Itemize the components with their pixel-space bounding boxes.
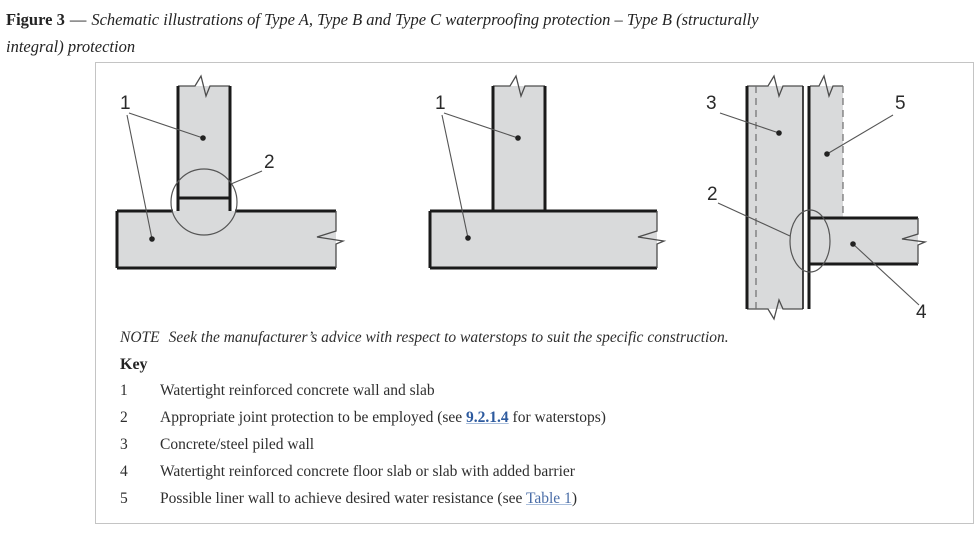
d3-floor-slab bbox=[810, 218, 918, 264]
key-item-5: 5 Possible liner wall to achieve desired… bbox=[120, 490, 960, 517]
d3-label-3: 3 bbox=[706, 93, 717, 114]
d3-piled-break-bottom bbox=[747, 298, 803, 321]
key-item-text-suffix: for waterstops) bbox=[508, 409, 606, 426]
key-item-text-suffix: ) bbox=[571, 490, 577, 507]
diagram-2-monolithic: 1 bbox=[428, 74, 667, 270]
d2-dot-slab bbox=[465, 235, 471, 241]
d1-wall-break-line bbox=[178, 74, 230, 99]
key-item-text: Watertight reinforced concrete floor sla… bbox=[160, 463, 575, 480]
d1-dot-wall bbox=[200, 135, 206, 141]
key-item-text: Watertight reinforced concrete wall and … bbox=[160, 382, 435, 399]
d3-leader-4 bbox=[852, 243, 920, 306]
d3-dot-slab bbox=[850, 241, 856, 247]
d2-label-1: 1 bbox=[435, 93, 446, 114]
d1-dot-slab bbox=[149, 236, 155, 242]
key-item-number: 3 bbox=[120, 436, 128, 453]
d3-label-2: 2 bbox=[707, 184, 718, 205]
key-item-text-prefix: Appropriate joint protection to be emplo… bbox=[160, 409, 467, 426]
d3-liner-break-top bbox=[810, 74, 843, 99]
key-heading: Key bbox=[120, 356, 148, 373]
key-item-text-prefix: Possible liner wall to achieve desired w… bbox=[160, 490, 526, 507]
d2-wall-edges bbox=[491, 86, 547, 211]
d2-slab-break-line bbox=[637, 211, 667, 268]
d1-slab-break-line bbox=[316, 211, 346, 268]
d2-wall bbox=[493, 86, 545, 211]
d3-piled-break-top bbox=[747, 74, 803, 99]
figure-number: Figure 3 bbox=[6, 10, 65, 29]
d2-slab-edges bbox=[428, 209, 657, 270]
d1-slab-edges bbox=[115, 209, 336, 270]
key-item-4: 4 Watertight reinforced concrete floor s… bbox=[120, 463, 960, 490]
d1-wall-edges bbox=[176, 86, 232, 211]
figure-caption: Figure 3—Schematic illustrations of Type… bbox=[6, 6, 974, 60]
key-item-number: 2 bbox=[120, 409, 128, 426]
d3-leader-3 bbox=[719, 112, 780, 134]
figure-caption-line1: Figure 3—Schematic illustrations of Type… bbox=[6, 6, 974, 33]
d3-leader-5 bbox=[826, 114, 894, 155]
key-item-number: 1 bbox=[120, 382, 128, 399]
d1-label-2: 2 bbox=[264, 152, 275, 173]
d3-label-4: 4 bbox=[916, 302, 927, 323]
key-item-text: Appropriate joint protection to be emplo… bbox=[160, 409, 960, 436]
key-item-3: 3 Concrete/steel piled wall bbox=[120, 436, 960, 463]
d2-wall-break-line bbox=[493, 74, 545, 99]
note-label: NOTE bbox=[120, 329, 160, 346]
d3-label-5: 5 bbox=[895, 93, 906, 114]
caption-text-line1: Schematic illustrations of Type A, Type … bbox=[91, 10, 759, 29]
schematic-diagrams: 1 2 1 bbox=[115, 74, 928, 323]
caption-text-line2: integral) protection bbox=[6, 37, 136, 56]
d1-leader-1 bbox=[126, 112, 204, 240]
table-1-link[interactable]: Table 1 bbox=[525, 490, 572, 507]
d1-wall bbox=[178, 86, 230, 211]
note-text: Seek the manufacturer’s advice with resp… bbox=[168, 329, 729, 346]
d3-dot-liner-wall bbox=[824, 151, 830, 157]
d1-leader-2 bbox=[230, 170, 263, 185]
key-item-1: 1 Watertight reinforced concrete wall an… bbox=[120, 382, 960, 409]
key-list: 1 Watertight reinforced concrete wall an… bbox=[120, 382, 960, 517]
d3-dot-piled-wall bbox=[776, 130, 782, 136]
d2-dot-wall bbox=[515, 135, 521, 141]
key-item-number: 4 bbox=[120, 463, 128, 480]
note-line: NOTE Seek the manufacturer’s advice with … bbox=[120, 329, 950, 347]
clause-9214-link[interactable]: 9.2.1.4 bbox=[466, 409, 509, 426]
d2-leader-1 bbox=[441, 112, 519, 239]
key-item-2: 2 Appropriate joint protection to be emp… bbox=[120, 409, 960, 436]
caption-dash: — bbox=[69, 10, 87, 29]
d1-detail-circle bbox=[170, 168, 238, 236]
d3-slab-break-line bbox=[901, 218, 928, 264]
d3-slab-edges bbox=[810, 216, 918, 266]
key-item-text: Possible liner wall to achieve desired w… bbox=[160, 490, 960, 517]
key-item-text: Concrete/steel piled wall bbox=[160, 436, 315, 453]
d3-leader-2 bbox=[717, 202, 791, 237]
d3-detail-ellipse bbox=[789, 209, 831, 273]
diagram-1-joint-protection: 1 2 bbox=[115, 74, 346, 270]
figure-frame: 1 2 1 bbox=[95, 62, 974, 524]
d1-label-1: 1 bbox=[120, 93, 131, 114]
diagram-3-piled-wall: 3 5 2 4 bbox=[706, 74, 928, 323]
key-item-number: 5 bbox=[120, 490, 128, 507]
